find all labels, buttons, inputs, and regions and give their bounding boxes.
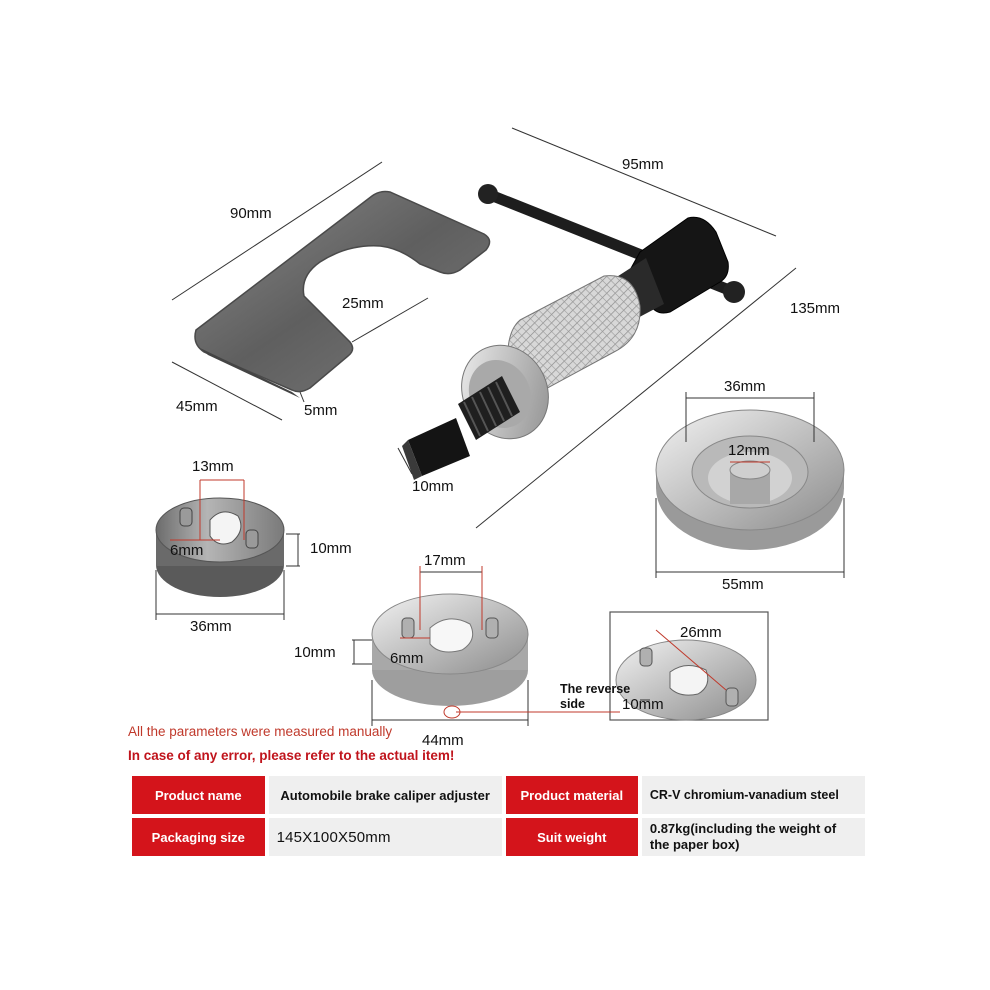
spacer-plate [194, 190, 491, 398]
medium-disc-hole-label: 6mm [390, 650, 424, 667]
small-disc-diameter-label: 36mm [190, 618, 232, 635]
measurement-note: All the parameters were measured manuall… [128, 724, 393, 739]
packaging-size-label: Packaging size [132, 818, 265, 856]
plate-thickness-label: 5mm [304, 402, 338, 419]
large-disc-boss-label: 12mm [728, 442, 770, 459]
large-disc-inner-label: 36mm [724, 378, 766, 395]
product-name-label: Product name [132, 776, 265, 814]
product-material-value: CR-V chromium-vanadium steel [641, 776, 865, 814]
product-material-label: Product material [505, 776, 638, 814]
plate-length-label: 90mm [230, 205, 272, 222]
tool-length-label: 95mm [622, 156, 664, 173]
reverse-disc-thickness-label: 10mm [622, 696, 664, 713]
large-disc-dimension-lines [655, 392, 845, 578]
reverse-side-pointer [443, 705, 461, 719]
small-disc-hole-label: 6mm [170, 542, 204, 559]
reverse-side-label: The reverse side [560, 682, 631, 711]
packaging-size-value: 145X100X50mm [268, 818, 502, 856]
tool-tip-label: 10mm [412, 478, 454, 495]
reverse-side-inset [609, 611, 769, 721]
medium-disc-pin-spacing-label: 17mm [424, 552, 466, 569]
suit-weight-label: Suit weight [505, 818, 638, 856]
spec-table: Product name Automobile brake caliper ad… [128, 772, 869, 860]
spec-row: Product name Automobile brake caliper ad… [132, 776, 865, 814]
error-note: In case of any error, please refer to th… [128, 748, 455, 763]
small-disc-pin-spacing-label: 13mm [192, 458, 234, 475]
product-name-value: Automobile brake caliper adjuster [268, 776, 502, 814]
suit-weight-value: 0.87kg(including the weight of the paper… [641, 818, 865, 856]
plate-width-label: 45mm [176, 398, 218, 415]
tool-height-label: 135mm [790, 300, 841, 317]
spec-row: Packaging size 145X100X50mm Suit weight … [132, 818, 865, 856]
small-disc-thickness-label: 10mm [310, 540, 352, 557]
large-disc-diameter-label: 55mm [722, 576, 764, 593]
medium-disc-dimension-lines [352, 566, 529, 726]
reverse-disc-pin-spacing-label: 26mm [680, 624, 722, 641]
small-adapter-disc [155, 497, 285, 597]
medium-disc-thickness-label: 10mm [294, 644, 336, 661]
tool-dimension-lines [397, 127, 797, 529]
piston-wind-back-tool [402, 184, 745, 480]
large-adapter-disc [655, 409, 845, 550]
small-disc-dimension-lines [155, 479, 300, 620]
plate-slot-label: 25mm [342, 295, 384, 312]
medium-adapter-disc [371, 593, 529, 706]
reverse-dimension-lines [456, 629, 727, 713]
medium-disc-diameter-label: 44mm [422, 732, 464, 749]
plate-dimension-lines [171, 161, 429, 421]
